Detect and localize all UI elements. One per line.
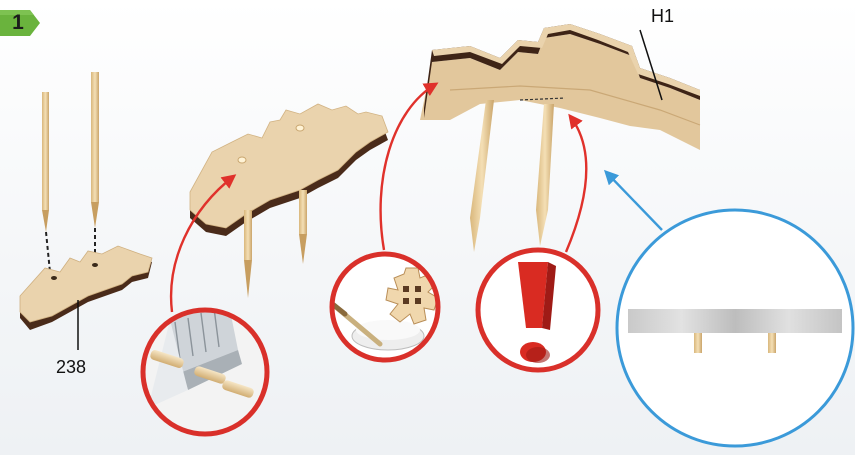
part-label-238: 238 (56, 357, 86, 378)
part-238-assembly (20, 72, 152, 350)
part-h1-assembly (420, 24, 700, 252)
peg (536, 104, 554, 246)
part-label-h1: H1 (651, 6, 674, 27)
peg (91, 72, 99, 228)
warning-detail-circle (478, 250, 598, 370)
blue-arrow (606, 172, 662, 230)
cutting-detail-circle (140, 300, 270, 440)
side-view-detail-icon (617, 210, 853, 446)
peg (299, 190, 307, 264)
glue-detail-circle (330, 254, 438, 360)
peg (42, 92, 49, 232)
peg (470, 100, 494, 252)
peg (244, 210, 252, 298)
red-arrow (566, 116, 586, 252)
